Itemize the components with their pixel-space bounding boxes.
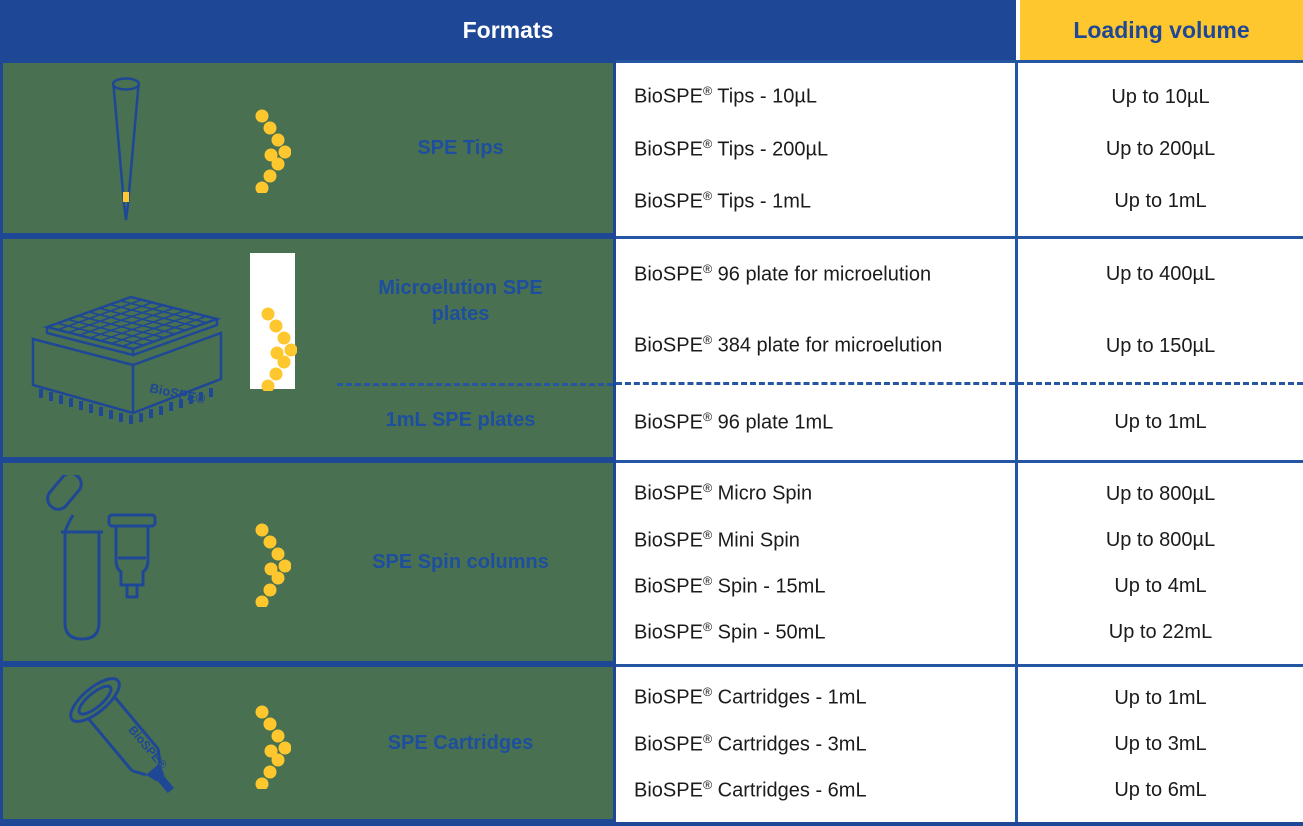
- volume-cell: Up to 10µL Up to 200µL Up to 1mL: [1015, 60, 1303, 236]
- product-name: BioSPE® Spin - 15mL: [634, 573, 826, 598]
- category-label: Microelution SPE plates: [378, 277, 543, 325]
- formats-header-cell: Formats: [0, 0, 1016, 60]
- cartridge-brand-text: BioSPE®: [126, 723, 170, 772]
- loading-volume: Up to 800µL: [1105, 528, 1216, 551]
- product-name: BioSPE® Cartridges - 3mL: [634, 731, 867, 756]
- loading-volume: Up to 400µL: [1105, 263, 1216, 286]
- arrow-dots-icon: [255, 523, 291, 607]
- one-ml-section: BioSPE® 96 plate 1mL: [616, 385, 1015, 460]
- loading-volume: Up to 1mL: [1114, 190, 1207, 213]
- product-name: BioSPE® Tips - 1mL: [634, 188, 811, 213]
- well-plate-icon: BioSPE®: [31, 295, 223, 424]
- product-name: BioSPE® 96 plate 1mL: [634, 409, 834, 434]
- product-cell: BioSPE® 96 plate for microelution BioSPE…: [616, 236, 1015, 460]
- loading-volume: Up to 800µL: [1105, 482, 1216, 505]
- category-label: SPE Cartridges: [387, 732, 534, 754]
- row-spe-plates: BioSPE® Microelution SPE plates 1mL SPE …: [0, 236, 1303, 460]
- product-name: BioSPE® 384 plate for microelution: [634, 333, 943, 358]
- cartridge-icon: BioSPE®: [69, 677, 174, 794]
- volume-cell: Up to 1mL Up to 3mL Up to 6mL: [1015, 664, 1303, 822]
- spin-columns-icon: [46, 475, 157, 641]
- loading-volume: Up to 150µL: [1105, 334, 1216, 357]
- loading-volume: Up to 10µL: [1111, 85, 1210, 108]
- loading-volume: Up to 200µL: [1105, 137, 1216, 160]
- row-spe-spin-columns: SPE Spin columns BioSPE® Micro Spin BioS…: [0, 460, 1303, 664]
- product-name: BioSPE® Micro Spin: [634, 481, 813, 505]
- microelution-section: Up to 400µL Up to 150µL: [1018, 239, 1303, 385]
- loading-volume: Up to 6mL: [1114, 779, 1207, 802]
- category-label: SPE Tips: [417, 137, 504, 159]
- product-name: BioSPE® Tips - 10µL: [634, 84, 817, 108]
- product-cell: BioSPE® Micro Spin BioSPE® Mini Spin Bio…: [616, 460, 1015, 664]
- product-cell: BioSPE® Cartridges - 1mL BioSPE® Cartrid…: [616, 664, 1015, 822]
- loading-volume: Up to 3mL: [1114, 732, 1207, 755]
- format-cell-spin-columns: SPE Spin columns: [0, 460, 616, 664]
- volume-cell: Up to 800µL Up to 800µL Up to 4mL Up to …: [1015, 460, 1303, 664]
- product-name: BioSPE® Spin - 50mL: [634, 620, 826, 644]
- loading-volume-header-cell: Loading volume: [1020, 0, 1303, 60]
- loading-volume: Up to 1mL: [1114, 686, 1207, 709]
- microelution-section: BioSPE® 96 plate for microelution BioSPE…: [616, 239, 1015, 385]
- product-name: BioSPE® Tips - 200µL: [634, 136, 829, 161]
- product-name: BioSPE® Cartridges - 6mL: [634, 777, 867, 802]
- dashed-divider: [337, 383, 613, 386]
- product-name: BioSPE® Cartridges - 1mL: [634, 685, 867, 709]
- arrow-dots-icon: [261, 307, 297, 391]
- format-cell-spe-plates: BioSPE® Microelution SPE plates 1mL SPE …: [0, 236, 616, 460]
- arrow-dots-icon: [255, 705, 291, 789]
- volume-cell: Up to 400µL Up to 150µL Up to 1mL: [1015, 236, 1303, 460]
- loading-volume: Up to 4mL: [1114, 575, 1207, 598]
- header-gap: [1016, 0, 1020, 60]
- one-ml-section: Up to 1mL: [1018, 385, 1303, 460]
- category-label: SPE Spin columns: [372, 551, 549, 573]
- table-header: Formats Loading volume: [0, 0, 1303, 60]
- pipette-tip-icon: [111, 77, 141, 221]
- arrow-dots-icon: [255, 109, 291, 193]
- loading-volume: Up to 1mL: [1114, 411, 1207, 433]
- product-name: BioSPE® Mini Spin: [634, 527, 800, 552]
- row-spe-tips: SPE Tips BioSPE® Tips - 10µL BioSPE® Tip…: [0, 60, 1303, 236]
- product-name: BioSPE® 96 plate for microelution: [634, 261, 932, 286]
- loading-volume: Up to 22mL: [1108, 621, 1213, 644]
- product-cell: BioSPE® Tips - 10µL BioSPE® Tips - 200µL…: [616, 60, 1015, 236]
- row-spe-cartridges: BioSPE® SPE Cartridges BioSPE® Cartridge…: [0, 664, 1303, 822]
- format-cell-spe-tips: SPE Tips: [0, 60, 616, 236]
- format-cell-cartridges: BioSPE® SPE Cartridges: [0, 664, 616, 822]
- category-label: 1mL SPE plates: [385, 409, 536, 431]
